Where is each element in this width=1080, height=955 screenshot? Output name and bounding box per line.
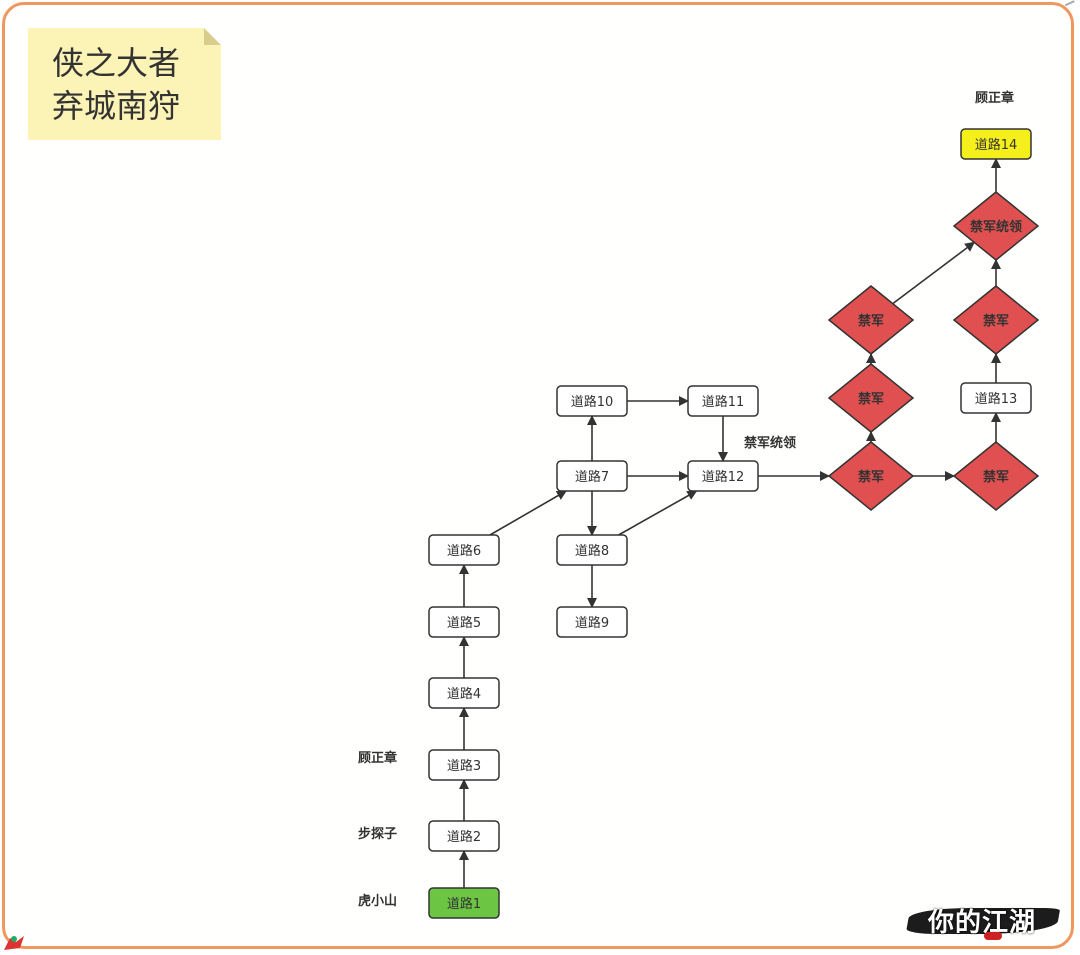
node-label: 禁军统领 bbox=[970, 219, 1022, 235]
node-label: 道路4 bbox=[447, 686, 481, 702]
rect-shape bbox=[428, 534, 500, 566]
road-node-r12[interactable]: 道路12 bbox=[687, 460, 759, 492]
node-label: 道路3 bbox=[447, 758, 481, 774]
note-line-2: 弃城南狩 bbox=[52, 87, 181, 125]
enemy-node-g5[interactable]: 禁军 bbox=[952, 285, 1040, 355]
road-node-r13[interactable]: 道路13 bbox=[960, 382, 1032, 414]
diamond-shape bbox=[952, 285, 1040, 355]
node-label: 禁军 bbox=[858, 391, 884, 407]
mascot-icon bbox=[4, 936, 24, 950]
rect-shape bbox=[556, 460, 628, 492]
logo-seal bbox=[984, 932, 1002, 940]
road-node-r14[interactable]: 道路14 bbox=[960, 128, 1032, 160]
game-logo: 你的江湖 bbox=[905, 902, 1061, 942]
node-label: 禁军 bbox=[858, 469, 884, 485]
diamond-shape bbox=[952, 441, 1040, 511]
rect-shape bbox=[960, 128, 1032, 160]
diamond-shape bbox=[827, 285, 915, 355]
rect-shape bbox=[556, 606, 628, 638]
node-label: 道路10 bbox=[571, 394, 614, 410]
note-line-1: 侠之大者 bbox=[52, 44, 181, 82]
node-label: 道路2 bbox=[447, 829, 481, 845]
enemy-node-g4[interactable]: 禁军 bbox=[952, 441, 1040, 511]
rect-shape bbox=[428, 677, 500, 709]
road-node-r9[interactable]: 道路9 bbox=[556, 606, 628, 638]
enemy-node-g2[interactable]: 禁军 bbox=[827, 363, 915, 433]
rect-shape bbox=[428, 820, 500, 852]
node-label: 道路1 bbox=[447, 896, 481, 912]
rect-shape bbox=[556, 534, 628, 566]
rect-shape bbox=[428, 749, 500, 781]
road-node-r10[interactable]: 道路10 bbox=[556, 385, 628, 417]
node-label: 道路11 bbox=[702, 394, 745, 410]
road-node-r2[interactable]: 道路2 bbox=[428, 820, 500, 852]
rect-shape bbox=[687, 460, 759, 492]
annotation-r2: 步探子 bbox=[358, 827, 398, 842]
title-sticky-note: 侠之大者 弃城南狩 bbox=[28, 28, 221, 140]
diamond-shape bbox=[827, 441, 915, 511]
node-label: 道路12 bbox=[702, 469, 745, 485]
node-label: 道路14 bbox=[975, 137, 1018, 153]
node-label: 道路9 bbox=[575, 615, 609, 631]
rect-shape bbox=[687, 385, 759, 417]
diamond-shape bbox=[827, 363, 915, 433]
road-node-r1[interactable]: 道路1 bbox=[428, 887, 500, 919]
logo-text: 你的江湖 bbox=[928, 908, 1037, 938]
node-label: 禁军 bbox=[983, 469, 1009, 485]
road-node-r6[interactable]: 道路6 bbox=[428, 534, 500, 566]
node-label: 道路7 bbox=[575, 469, 609, 485]
road-node-r4[interactable]: 道路4 bbox=[428, 677, 500, 709]
node-label: 道路6 bbox=[447, 543, 481, 559]
road-node-r7[interactable]: 道路7 bbox=[556, 460, 628, 492]
rect-shape bbox=[556, 385, 628, 417]
note-fold bbox=[204, 28, 221, 45]
enemy-node-boss[interactable]: 禁军统领 bbox=[952, 191, 1040, 261]
edge-r6-to-r7 bbox=[489, 490, 567, 536]
rect-shape bbox=[428, 887, 500, 919]
rect-shape bbox=[960, 382, 1032, 414]
diamond-shape bbox=[952, 191, 1040, 261]
node-label: 禁军 bbox=[983, 313, 1009, 329]
node-label: 道路8 bbox=[575, 543, 609, 559]
enemy-node-g3[interactable]: 禁军 bbox=[827, 285, 915, 355]
node-label: 道路5 bbox=[447, 615, 481, 631]
edge-g3-to-boss bbox=[892, 241, 976, 305]
node-label: 禁军 bbox=[858, 313, 884, 329]
node-label: 道路13 bbox=[975, 391, 1018, 407]
road-node-r5[interactable]: 道路5 bbox=[428, 606, 500, 638]
road-node-r8[interactable]: 道路8 bbox=[556, 534, 628, 566]
edge-r8-to-r12 bbox=[618, 490, 698, 536]
annotation-r14: 顾正章 bbox=[975, 91, 1015, 106]
road-node-r3[interactable]: 道路3 bbox=[428, 749, 500, 781]
enemy-node-g1[interactable]: 禁军 bbox=[827, 441, 915, 511]
annotation-r3: 顾正章 bbox=[358, 751, 398, 766]
rect-shape bbox=[428, 606, 500, 638]
annotation-r12: 禁军统领 bbox=[744, 436, 797, 451]
annotation-r1: 虎小山 bbox=[358, 894, 398, 909]
road-node-r11[interactable]: 道路11 bbox=[687, 385, 759, 417]
